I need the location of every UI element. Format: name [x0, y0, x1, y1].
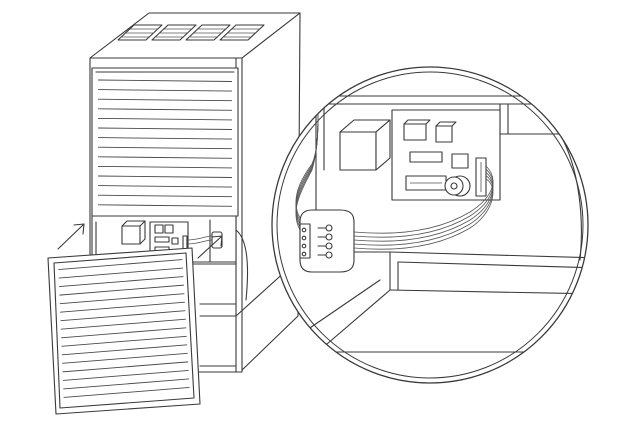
harness-wire	[295, 109, 319, 231]
control-board	[391, 109, 501, 201]
door-louver	[97, 89, 233, 92]
vent-grille	[117, 24, 163, 41]
upper-door-slats	[97, 79, 233, 207]
chip	[409, 151, 443, 163]
vent-grille	[219, 24, 265, 41]
relay	[435, 121, 457, 143]
removed-lower-door	[47, 247, 201, 415]
board-header-pins	[475, 157, 487, 197]
door-louver	[59, 293, 185, 305]
lower-door-slats	[58, 259, 190, 398]
door-louver	[97, 185, 233, 188]
door-louver	[97, 117, 233, 121]
door-louver	[97, 146, 233, 150]
door-louver	[61, 335, 187, 347]
door-louver	[58, 267, 183, 279]
vent-grille	[151, 24, 197, 41]
door-louver	[97, 194, 233, 198]
cabinet-lower-panels	[199, 229, 299, 367]
vent-grille	[185, 24, 231, 41]
arrow-right-icon	[197, 235, 223, 259]
door-louver	[97, 98, 233, 102]
door-louver	[97, 137, 233, 140]
door-louver	[97, 108, 233, 111]
door-louver	[97, 204, 233, 207]
removal-arrows	[57, 223, 223, 259]
harness-wire	[353, 178, 494, 250]
door-louver	[62, 361, 189, 373]
wire-harness	[295, 109, 494, 250]
door-louver	[97, 175, 233, 178]
door-louver	[59, 276, 184, 288]
door-louver	[62, 369, 189, 381]
door-louver	[63, 387, 190, 398]
connector-terminals	[317, 224, 333, 259]
relay	[403, 119, 431, 141]
door-louver	[97, 165, 233, 169]
upper-door-panel	[91, 67, 239, 217]
door-louver	[60, 301, 185, 313]
harness-connector	[299, 209, 355, 273]
door-louver	[61, 344, 188, 356]
arrow-left-icon	[57, 223, 85, 250]
door-louver	[97, 156, 233, 159]
door-louver	[59, 284, 184, 296]
top-vent-grilles	[117, 24, 265, 41]
capacitor	[451, 153, 469, 169]
magnified-detail-circle	[271, 66, 589, 384]
indicator-light	[444, 175, 471, 197]
connector-pins	[301, 227, 307, 257]
door-louver	[58, 259, 183, 270]
door-louver	[97, 79, 233, 82]
door-louver	[61, 327, 187, 339]
transformer	[339, 119, 391, 171]
door-louver	[60, 310, 186, 322]
door-louver	[63, 378, 190, 390]
door-louver	[97, 127, 233, 130]
door-louver	[60, 318, 186, 330]
door-louver	[62, 352, 188, 364]
upper-louvered-door	[91, 67, 239, 217]
